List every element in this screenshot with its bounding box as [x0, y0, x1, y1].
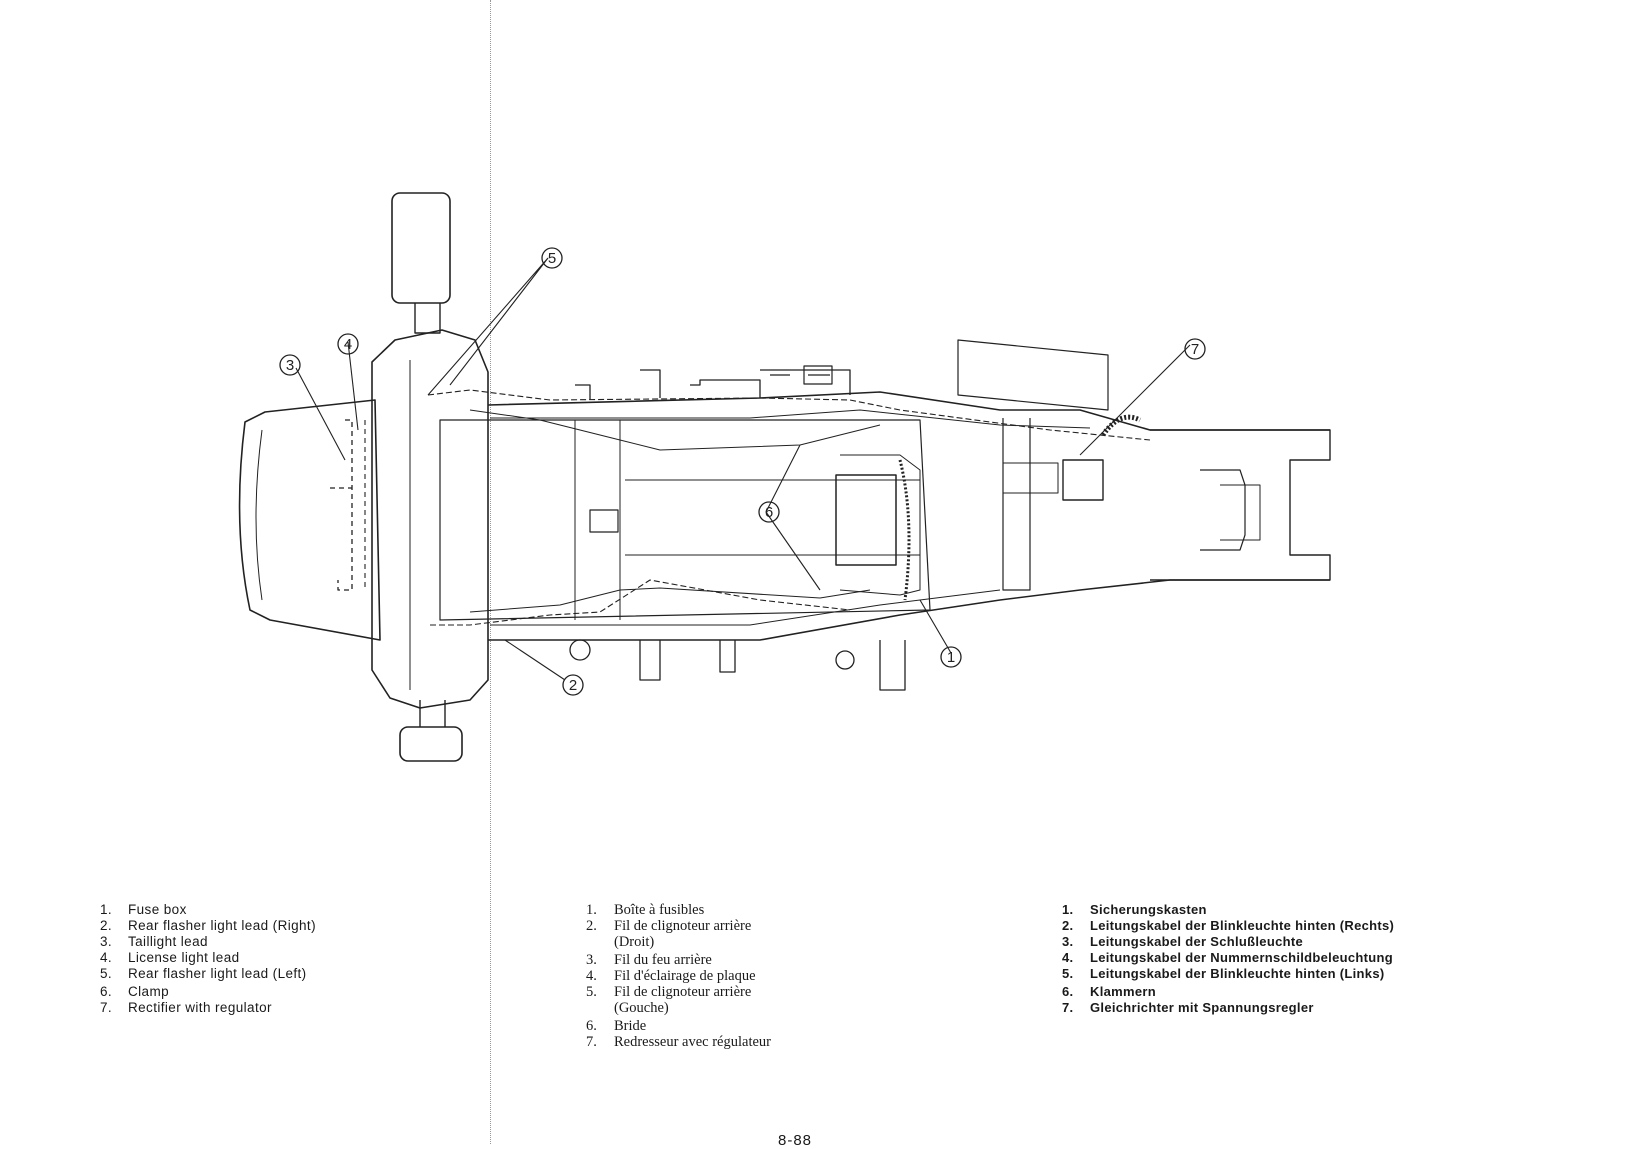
svg-text:5: 5 — [548, 250, 556, 267]
legend-item: 6.Clamp — [100, 984, 170, 999]
legend-item: 1.Sicherungskasten — [1062, 902, 1207, 917]
swing-arm-pivot — [1150, 429, 1331, 581]
callout-7: 7 — [1184, 338, 1206, 360]
callout-6: 6 — [758, 501, 780, 523]
svg-text:1: 1 — [947, 649, 955, 666]
legend-item: 7.Rectifier with regulator — [100, 1000, 272, 1015]
legend-item: 7.Gleichrichter mit Spannungsregler — [1062, 1000, 1314, 1015]
callouts: 1 2 3 4 5 6 7 — [279, 247, 1206, 696]
legend-item: 3.Fil du feu arrière — [586, 952, 712, 968]
legend-item: 5.Rear flasher light lead (Left) — [100, 966, 307, 981]
rear-flasher-left — [391, 192, 451, 304]
legend-item: 1.Fuse box — [100, 902, 187, 917]
legend-french: 1.Boîte à fusibles 2.Fil de clignoteur a… — [586, 902, 771, 1050]
page-number: 8-88 — [778, 1132, 813, 1149]
rear-flasher-lead-right — [430, 579, 851, 626]
legend-item: 3.Taillight lead — [100, 934, 208, 949]
rear-fender — [238, 399, 381, 641]
callout-4: 4 — [337, 333, 359, 355]
fuse-box — [835, 474, 897, 566]
legend-item: 4.License light lead — [100, 950, 240, 965]
legend-item: 1.Boîte à fusibles — [586, 902, 705, 918]
legend-german: 1.Sicherungskasten 2.Leitungskabel der B… — [1062, 902, 1394, 1016]
legend-english: 1.Fuse box 2.Rear flasher light lead (Ri… — [100, 902, 316, 1016]
legend-item: 6.Klammern — [1062, 984, 1156, 999]
svg-text:7: 7 — [1191, 341, 1199, 358]
callout-3: 3 — [279, 354, 301, 376]
battery-box — [439, 419, 931, 621]
legend-item: 3.Leitungskabel der Schlußleuchte — [1062, 934, 1304, 949]
legend-item: 5.Fil de clignoteur arrière (Gouche) — [586, 984, 752, 1016]
page-fold-line — [490, 0, 491, 1144]
svg-text:4: 4 — [344, 336, 352, 353]
legend-item: 4.Fil d'éclairage de plaque — [586, 968, 756, 984]
rear-flasher-right — [399, 726, 463, 762]
rectifier — [1062, 459, 1104, 501]
rectifier-bracket — [957, 339, 1109, 411]
legend-item: 5.Leitungskabel der Blinkleuchte hinten … — [1062, 966, 1385, 981]
legend-item: 2.Leitungskabel der Blinkleuchte hinten … — [1062, 918, 1395, 933]
legend-item: 2.Fil de clignoteur arrière (Droit) — [586, 918, 752, 950]
svg-text:6: 6 — [765, 504, 773, 521]
tail-plate — [371, 329, 489, 709]
legend-item: 6.Bride — [586, 1018, 647, 1034]
callout-1: 1 — [940, 646, 962, 668]
svg-text:3: 3 — [286, 357, 294, 374]
callout-2: 2 — [562, 674, 584, 696]
rear-flasher-lead-left — [427, 389, 1151, 441]
taillight-lead — [330, 419, 353, 591]
callout-5: 5 — [541, 247, 563, 269]
svg-text:2: 2 — [569, 677, 577, 694]
legend-item: 7.Redresseur avec régulateur — [586, 1034, 772, 1050]
legend-item: 2.Rear flasher light lead (Right) — [100, 918, 316, 933]
legend-item: 4.Leitungskabel der Nummernschildbeleuch… — [1062, 950, 1393, 965]
